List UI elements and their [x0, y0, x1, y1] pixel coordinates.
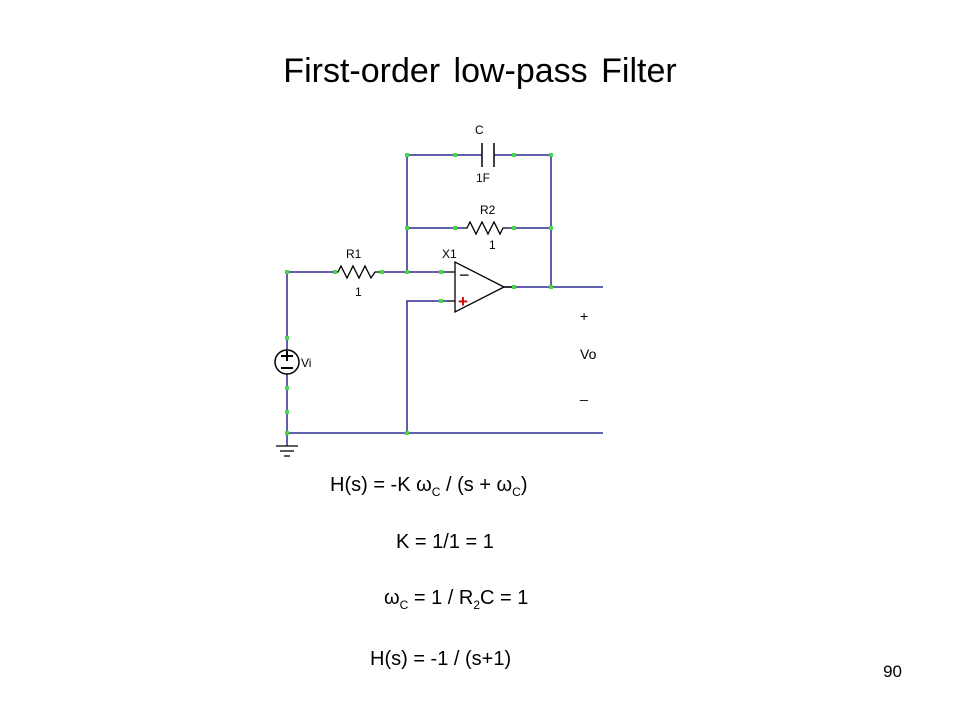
page-number: 90 [883, 662, 902, 681]
opamp-symbol [454, 260, 506, 314]
opamp-name: X1 [442, 247, 457, 261]
vo-plus: + [580, 308, 588, 324]
r2-value: 1 [489, 238, 496, 252]
ground-icon [276, 445, 298, 457]
omega-symbol: ω [384, 587, 400, 609]
wires [286, 154, 603, 446]
omega-symbol: ω [496, 474, 513, 496]
r1-resistor-symbol [333, 264, 382, 280]
capacitor-name: C [475, 123, 484, 137]
vo-minus: _ [579, 385, 588, 401]
omega-symbol: ω [416, 474, 432, 496]
r1-name: R1 [346, 247, 362, 261]
source-name: Vi [301, 356, 311, 370]
capacitor-symbol [481, 143, 495, 167]
opamp-minus-sign: − [459, 265, 470, 285]
r2-resistor-symbol [463, 220, 509, 236]
transfer-function-general: H(s) = -K ωC / (s + ωC) [330, 474, 528, 499]
wire-input [286, 271, 333, 350]
vo-label: Vo [580, 346, 597, 362]
capacitor-value: 1F [476, 171, 490, 185]
wire-cap-right [494, 154, 552, 287]
r2-name: R2 [480, 203, 496, 217]
node-dots [285, 153, 553, 435]
opamp-plus-sign: + [458, 292, 468, 311]
r1-value: 1 [355, 285, 362, 299]
wire-noninv [406, 300, 447, 433]
gain-equation: K = 1/1 = 1 [396, 531, 494, 553]
cutoff-frequency-equation: ωC = 1 / R2C = 1 [384, 587, 529, 612]
transfer-function-final: H(s) = -1 / (s+1) [370, 648, 512, 670]
slide-title: First-order low-pass Filter [283, 52, 677, 90]
